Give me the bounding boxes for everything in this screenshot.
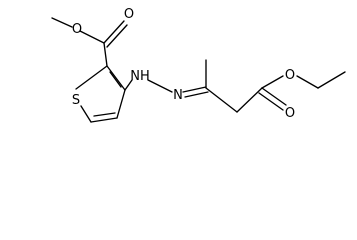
bond-c-o-double-2 [106,24,128,48]
bond-c-o-double [103,20,125,44]
bond-ch2-ch3 [317,71,346,89]
bond-nh-n [147,79,173,93]
bond-o-carbonyl-c [79,30,105,44]
atom-o-chain-ester: O [285,68,295,83]
bond-c-o-single-chain [261,75,284,89]
atom-nh: NH [130,69,150,84]
bond-carbonyl-c2 [103,42,108,67]
bond-c2-c3 [106,65,126,91]
bond-c-o-double-chain-2 [258,92,284,111]
atom-sulfur: S [72,93,80,108]
bond-c5-c4-inner [93,112,116,117]
bond-s-c5 [80,105,92,123]
bond-n-c-double-2 [184,91,209,98]
atom-o-chain-carbonyl: O [285,106,295,121]
bond-c5-c4 [90,117,118,123]
bond-ch2-carbonyl-c [236,87,263,113]
atom-imine-n: N [173,88,183,103]
bond-o-ch2 [296,75,319,89]
bond-c2-c3-inner [109,71,122,88]
bond-methyl-o [51,17,73,28]
bond-c3-nh [124,79,133,91]
atom-o-ester: O [72,22,82,37]
chemical-structure: O O S NH N O O [51,7,346,123]
bond-c-ch2 [205,87,238,113]
bond-n-c-double [182,86,207,93]
bond-c2-s [75,65,108,90]
atom-o-carbonyl: O [124,7,134,22]
bond-c-o-double-chain [261,87,287,106]
bond-c4-c3 [116,89,126,119]
